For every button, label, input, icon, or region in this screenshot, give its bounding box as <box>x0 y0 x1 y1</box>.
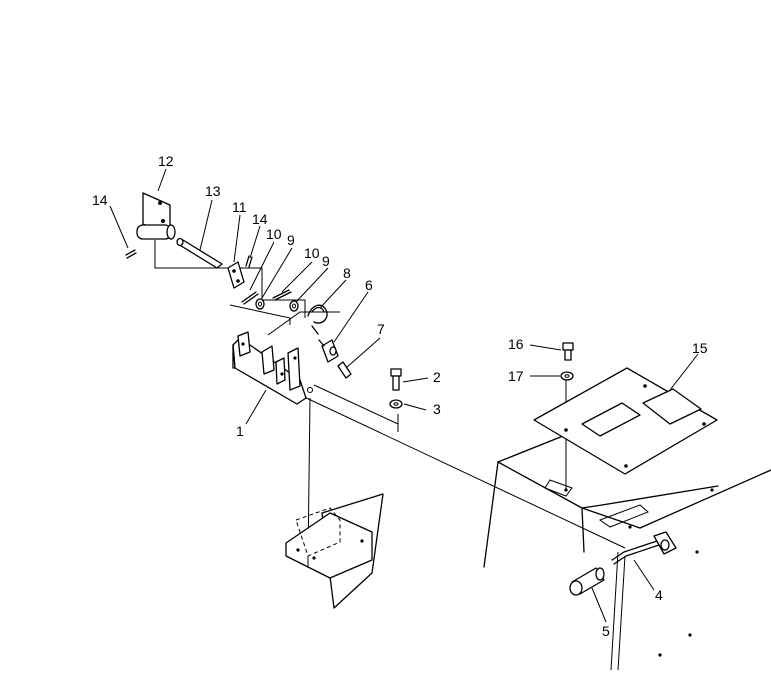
cab-floor-housing <box>483 429 771 657</box>
callout-4: 4 <box>655 587 663 603</box>
assembly-guide-lines <box>154 240 626 671</box>
part-3-washer <box>389 399 403 409</box>
part-1-main-bracket <box>232 331 313 405</box>
part-10-cotter-pin-b <box>272 289 292 301</box>
callout-10-left: 10 <box>266 226 282 242</box>
callout-16: 16 <box>508 336 524 352</box>
part-6-pivot-block <box>318 339 339 363</box>
callout-13: 13 <box>205 183 221 199</box>
part-11-link <box>227 261 245 289</box>
part-8-spring <box>307 304 328 335</box>
callout-6: 6 <box>365 277 373 293</box>
part-4-lever <box>611 531 677 565</box>
part-14-screw-left <box>125 249 137 259</box>
callout-leaders <box>109 168 699 623</box>
callout-14-left: 14 <box>92 192 108 208</box>
callout-8: 8 <box>343 265 351 281</box>
part-17-washer <box>560 371 574 381</box>
callout-5: 5 <box>602 623 610 639</box>
part-5-knob <box>569 567 605 596</box>
callout-17: 17 <box>508 368 524 384</box>
callout-3: 3 <box>433 401 441 417</box>
callout-14-right: 14 <box>252 211 268 227</box>
part-14-screw-right <box>245 255 253 268</box>
part-13-shaft <box>176 237 223 269</box>
part-7-bolt <box>337 361 352 379</box>
callout-11: 11 <box>232 199 247 215</box>
part-16-bolt <box>562 342 574 361</box>
part-9-washer-b <box>289 300 299 312</box>
callout-7: 7 <box>377 321 385 337</box>
pedal-plate-assembly <box>285 493 384 609</box>
callout-9-left: 9 <box>287 232 295 248</box>
callout-9-right: 9 <box>322 253 330 269</box>
part-9-washer-a <box>255 298 265 310</box>
part-12-bracket <box>136 192 176 240</box>
part-10-cotter-pin-a <box>241 291 259 305</box>
callout-15: 15 <box>692 340 708 356</box>
callout-12: 12 <box>158 153 174 169</box>
callout-1: 1 <box>236 423 244 439</box>
part-2-bolt <box>390 368 402 391</box>
callout-10-right: 10 <box>304 245 320 261</box>
callout-2: 2 <box>433 369 441 385</box>
part-15-cover-plate <box>533 367 718 475</box>
callout-labels: 12 14 13 11 14 10 9 10 9 8 6 7 1 2 3 16 … <box>92 153 708 639</box>
